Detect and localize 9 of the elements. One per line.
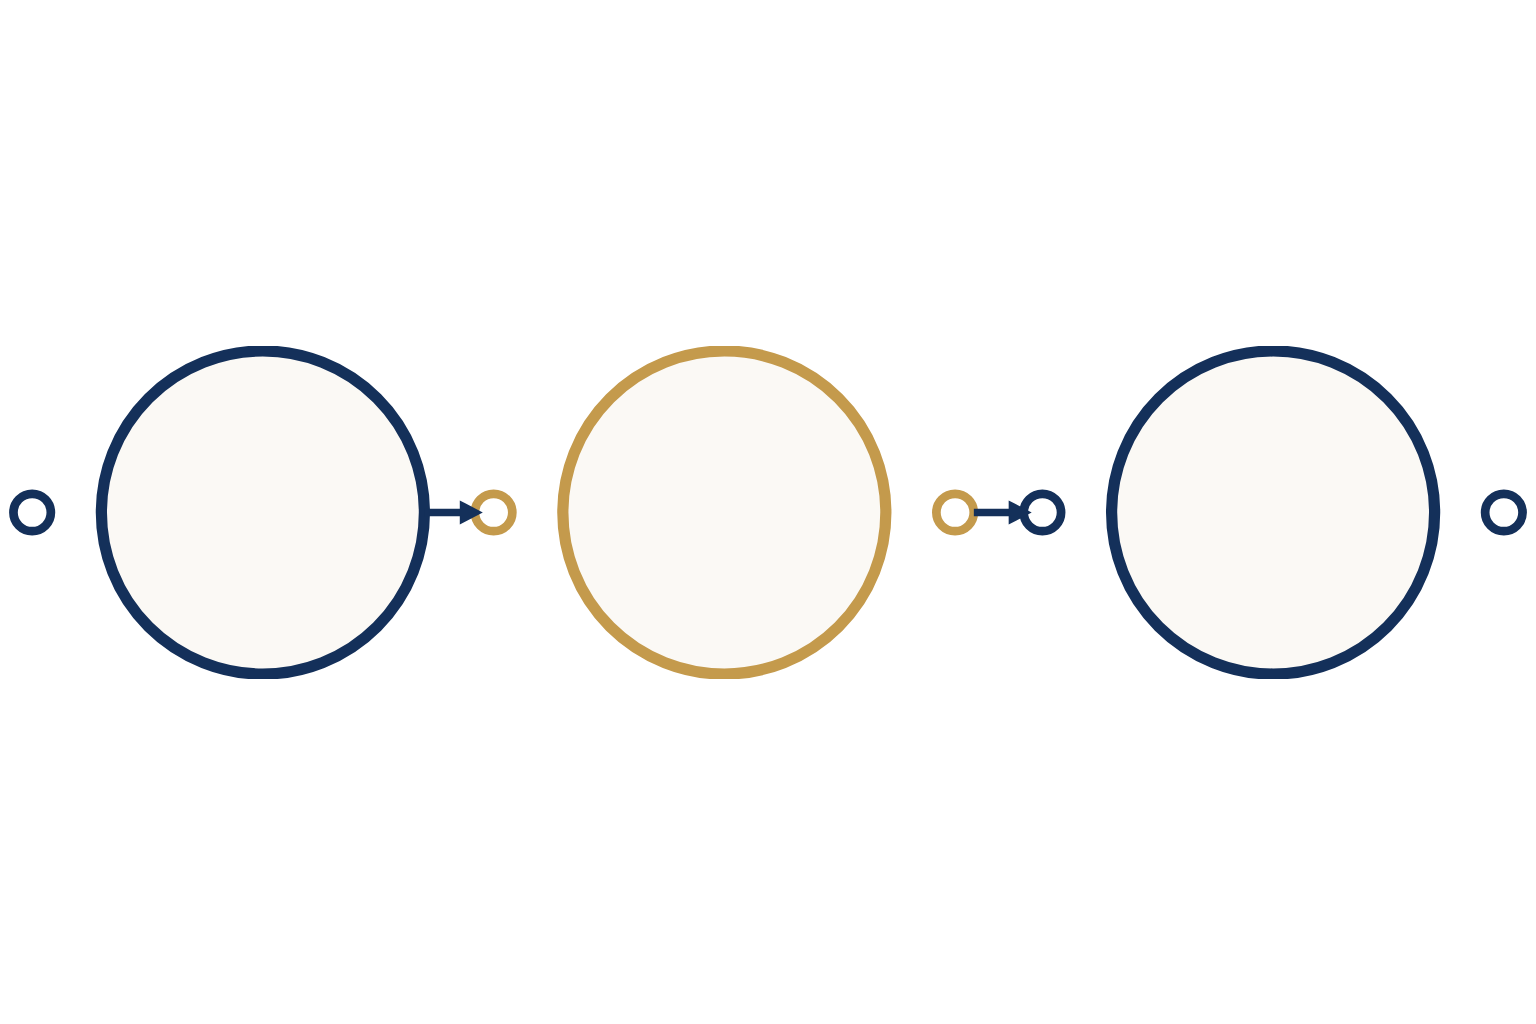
node-circle xyxy=(1019,488,1066,536)
node-circle xyxy=(95,345,430,679)
node-circle xyxy=(1106,345,1441,679)
node-circle xyxy=(470,488,517,536)
node-circle xyxy=(1480,488,1527,536)
node-circle xyxy=(932,488,979,536)
arrow xyxy=(973,499,1032,525)
node-circle xyxy=(9,488,56,536)
node-circle xyxy=(557,345,892,679)
